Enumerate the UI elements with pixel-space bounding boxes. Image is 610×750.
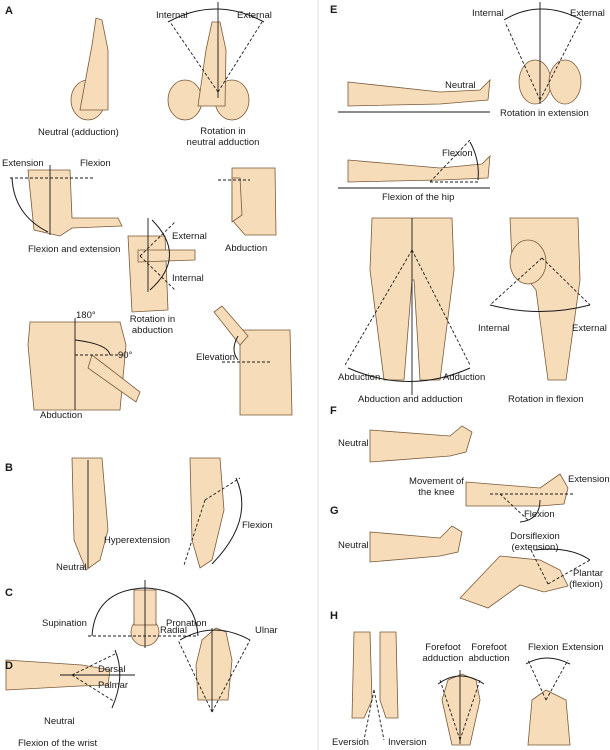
- label-plantar: Plantar: [572, 568, 604, 579]
- label-neutral-wrist: Neutral: [44, 716, 75, 727]
- fig-h-toe: [525, 657, 571, 746]
- section-b: B: [5, 462, 13, 474]
- label-abduction-side: Abduction: [225, 243, 268, 254]
- label-internal: Internal: [156, 10, 188, 21]
- fig-c-pronation-supination: [88, 580, 199, 648]
- label-internal-hip: Internal: [472, 8, 504, 19]
- label-forefoot-abduction-1: Forefoot: [471, 642, 507, 653]
- label-supination: Supination: [42, 618, 87, 629]
- fig-g-ankle-dorsiplantar: [459, 547, 591, 609]
- fig-f-knee-neutral: [369, 425, 473, 463]
- label-forefoot-adduction-1: Forefoot: [425, 642, 461, 653]
- label-90-degrees: 90°: [118, 350, 133, 361]
- fig-h-forefoot: [437, 670, 485, 746]
- label-flexion: Flexion: [80, 158, 111, 169]
- label-external-hip: External: [570, 8, 605, 19]
- label-dorsal: Dorsal: [98, 664, 126, 675]
- label-eversion: Eversion: [332, 737, 369, 748]
- label-movement-of: Movement of: [409, 476, 464, 487]
- label-abduction-and-adduction: Abduction and adduction: [358, 394, 463, 405]
- label-palmar: Palmar: [98, 680, 129, 691]
- label-neutral-adduction: Neutral (adduction): [38, 127, 119, 138]
- fig-a-elevation: [213, 305, 293, 416]
- label-neutral-elbow: Neutral: [56, 562, 87, 573]
- fig-e-rotation-flexion: [489, 217, 591, 381]
- label-flexion-toe: Flexion: [528, 642, 559, 653]
- label-ulnar: Ulnar: [255, 625, 278, 636]
- section-h: H: [330, 610, 338, 622]
- fig-a-abduction-side: [218, 167, 277, 236]
- label-extension-knee: Extension: [568, 474, 610, 485]
- label-forefoot-abduction-2: abduction: [468, 653, 510, 664]
- label-hyperextension: Hyperextension: [104, 535, 171, 546]
- label-abduction-hip: Abduction: [338, 372, 381, 383]
- fig-g-ankle-neutral: [369, 525, 463, 563]
- section-a: A: [5, 5, 13, 17]
- label-the-knee: the knee: [418, 487, 455, 498]
- label-radial: Radial: [160, 625, 187, 636]
- label-flexion-of-the-hip: Flexion of the hip: [382, 192, 455, 203]
- label-flexion-and-extension: Flexion and extension: [28, 244, 121, 255]
- label-internal-abduction: Internal: [172, 273, 204, 284]
- label-external-flexion: External: [572, 323, 607, 334]
- section-g: G: [330, 505, 339, 517]
- label-extension-toe: Extension: [562, 642, 604, 653]
- fig-e-abduction-adduction: [344, 217, 471, 395]
- fig-a-rotation-abduction: [127, 218, 196, 313]
- label-pronation: Pronation: [166, 618, 207, 629]
- label-neutral-knee: Neutral: [338, 438, 369, 449]
- label-internal-flexion: Internal: [478, 323, 510, 334]
- fig-d-radial-ulnar: [177, 627, 251, 713]
- label-adduction-hip: Adduction: [443, 372, 486, 383]
- label-dorsiflexion-extension: (extension): [511, 542, 559, 553]
- label-180-degrees: 180°: [76, 310, 96, 321]
- fig-d-wrist-flexion: [5, 649, 135, 709]
- fig-a-flexion-extension: [10, 165, 123, 237]
- fig-a-abduction-back: [27, 318, 141, 411]
- label-extension: Extension: [2, 158, 44, 169]
- fig-b-elbow-neutral: [71, 457, 109, 571]
- label-flexion-hip: Flexion: [442, 148, 473, 159]
- label-plantar-flexion: (flexion): [569, 579, 603, 590]
- label-external: External: [237, 10, 272, 21]
- label-dorsiflexion: Dorsiflexion: [510, 531, 560, 542]
- fig-a-neutral-arm: [70, 17, 109, 121]
- label-flexion-of-the-wrist: Flexion of the wrist: [18, 738, 98, 749]
- fig-e-hip-neutral: [338, 78, 491, 113]
- label-rotation-abduction-2: abduction: [131, 325, 174, 336]
- fig-b-elbow-flexion: [183, 457, 243, 569]
- fig-f-knee-movement: [465, 473, 575, 523]
- label-neutral-ankle: Neutral: [338, 540, 369, 551]
- fig-a-rotation-neutral: [167, 2, 265, 121]
- fig-h-eversion-inversion: [351, 631, 399, 741]
- label-rotation-in-flexion: Rotation in flexion: [508, 394, 584, 405]
- label-external-abduction: External: [172, 231, 207, 242]
- section-e: E: [330, 4, 338, 16]
- label-rotation-abduction-1: Rotation in: [129, 314, 176, 325]
- label-rotation-in-extension: Rotation in extension: [500, 108, 589, 119]
- label-flexion-elbow: Flexion: [242, 520, 273, 531]
- fig-e-rotation-extension: [503, 2, 583, 105]
- label-inversion: Inversion: [388, 737, 427, 748]
- label-rotation-neutral-1: Rotation in: [200, 126, 246, 137]
- label-rotation-neutral-2: neutral adduction: [186, 137, 260, 148]
- label-abduction-back: Abduction: [40, 410, 83, 421]
- section-c: C: [5, 587, 13, 599]
- label-flexion-knee: Flexion: [524, 509, 555, 520]
- label-neutral-hip: Neutral: [445, 80, 476, 91]
- label-elevation: Elevation: [196, 352, 236, 363]
- fig-e-hip-flexion: [338, 139, 491, 189]
- label-forefoot-adduction-2: adduction: [422, 653, 464, 664]
- section-d: D: [5, 660, 13, 672]
- section-f: F: [330, 405, 337, 417]
